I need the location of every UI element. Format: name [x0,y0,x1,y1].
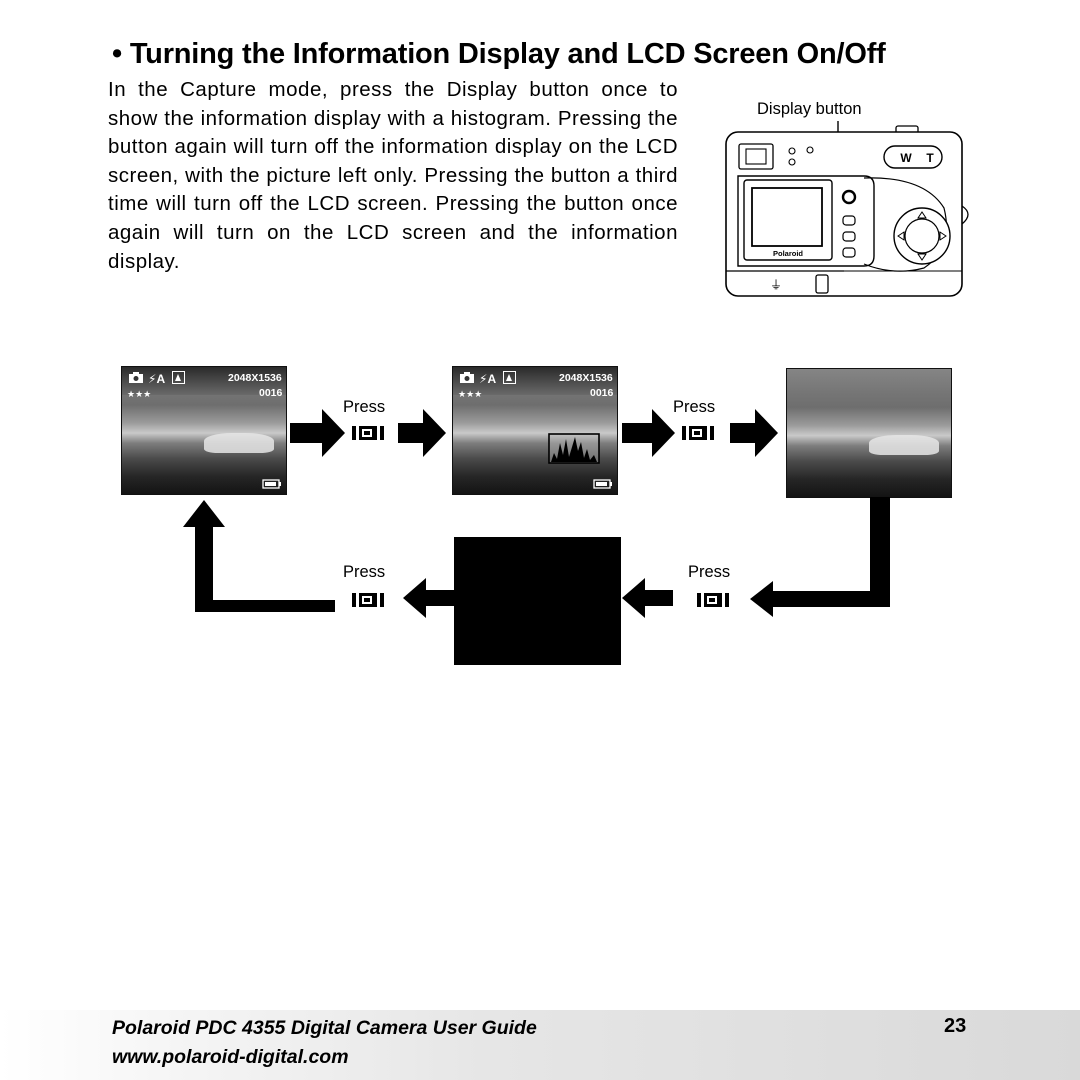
mode-button-icon [842,231,856,242]
quality-stars: ★★★ [127,389,152,399]
menu-button-icon [842,215,856,226]
press-label: Press [343,563,386,581]
metering-icon [172,371,185,384]
zoom-tele-label: T [926,151,934,165]
heading-bullet: • [112,38,122,70]
zoom-wide-label: W [900,151,912,165]
flash-auto-icon: ⚡A [148,372,166,386]
ok-button-icon [842,247,856,258]
resolution-readout: 2048X1536 [559,372,613,384]
footer-band [0,1010,1080,1080]
arrow-left-icon [622,578,673,618]
led-icon [788,147,796,155]
zoom-rocker-icon [883,145,943,169]
display-button-caption: Display button [757,100,862,118]
battery-door-latch-icon [815,274,829,294]
press-label: Press [688,563,731,581]
lcd-screen-info-display: ⚡A 2048X1536 ★★★ 0016 [121,366,287,495]
display-button-icon [841,189,857,205]
footer-website-link[interactable]: www.polaroid-digital.com [112,1046,349,1068]
heading-title: Turning the Information Display and LCD … [129,38,886,70]
display-button-icon [682,426,714,440]
display-button-icon [352,593,384,607]
arrow-right-icon [398,409,446,457]
arrow-down-left-icon [750,497,890,617]
arrow-right-icon [290,409,345,457]
metering-icon [503,371,516,384]
camera-mode-icon [460,372,474,383]
page-number: 23 [944,1015,967,1037]
instruction-paragraph: In the Capture mode, press the Display b… [108,78,678,273]
display-button-icon [352,426,384,440]
lcd-screen-histogram: ⚡A 2048X1536 ★★★ 0016 [452,366,618,495]
quality-stars: ★★★ [458,389,483,399]
battery-icon [593,479,612,489]
lcd-screen-picture-only [786,368,952,498]
frame-counter: 0016 [590,387,614,399]
frame-counter: 0016 [259,387,283,399]
battery-icon [262,479,281,489]
lcd-screen [751,187,823,247]
camera-back-illustration: W T Polaroid ⏚ [725,121,969,297]
resolution-readout: 2048X1536 [228,372,282,384]
press-label: Press [343,398,386,416]
arrow-left-icon [403,578,454,618]
display-button-icon [697,593,729,607]
led-icon [788,158,796,166]
press-label: Press [673,398,716,416]
section-heading: • Turning the Information Display and LC… [112,38,1012,71]
flash-mode-value: A [487,372,497,386]
arrow-right-icon [622,409,675,457]
camera-brand-logo: Polaroid [773,249,803,258]
lcd-screen-off [454,537,621,665]
arrow-right-icon [730,409,778,457]
footer-guide-title: Polaroid PDC 4355 Digital Camera User Gu… [112,1017,537,1039]
flash-auto-icon: ⚡A [479,372,497,386]
histogram-icon [548,433,600,464]
camera-mode-icon [129,372,143,383]
flash-mode-value: A [156,372,166,386]
usb-icon: ⏚ [770,278,782,292]
arrow-left-up-icon [183,500,335,612]
